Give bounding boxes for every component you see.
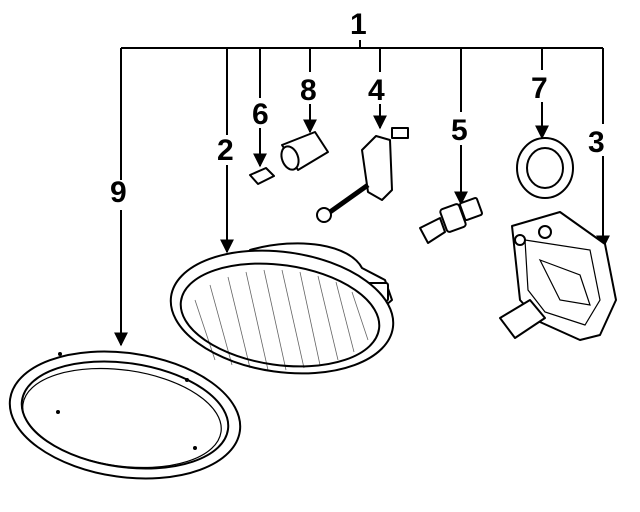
callout-4: 4 <box>368 74 385 107</box>
callout-2: 2 <box>217 134 234 167</box>
seal-ring <box>516 137 574 199</box>
lamp-housing <box>169 242 395 375</box>
bezel-ring <box>8 350 242 480</box>
callout-1: 1 <box>350 8 367 41</box>
leader-lines <box>114 40 610 347</box>
halogen-bulb <box>419 197 483 244</box>
callout-7: 7 <box>531 72 548 105</box>
callout-5: 5 <box>451 114 468 147</box>
retaining-clip <box>249 167 275 185</box>
mounting-bracket <box>499 211 617 341</box>
callout-8: 8 <box>300 74 317 107</box>
callout-9: 9 <box>110 176 127 209</box>
callout-3: 3 <box>588 126 605 159</box>
bulb-holder <box>280 131 329 171</box>
callout-6: 6 <box>252 98 269 131</box>
bulb-socket <box>316 127 409 223</box>
